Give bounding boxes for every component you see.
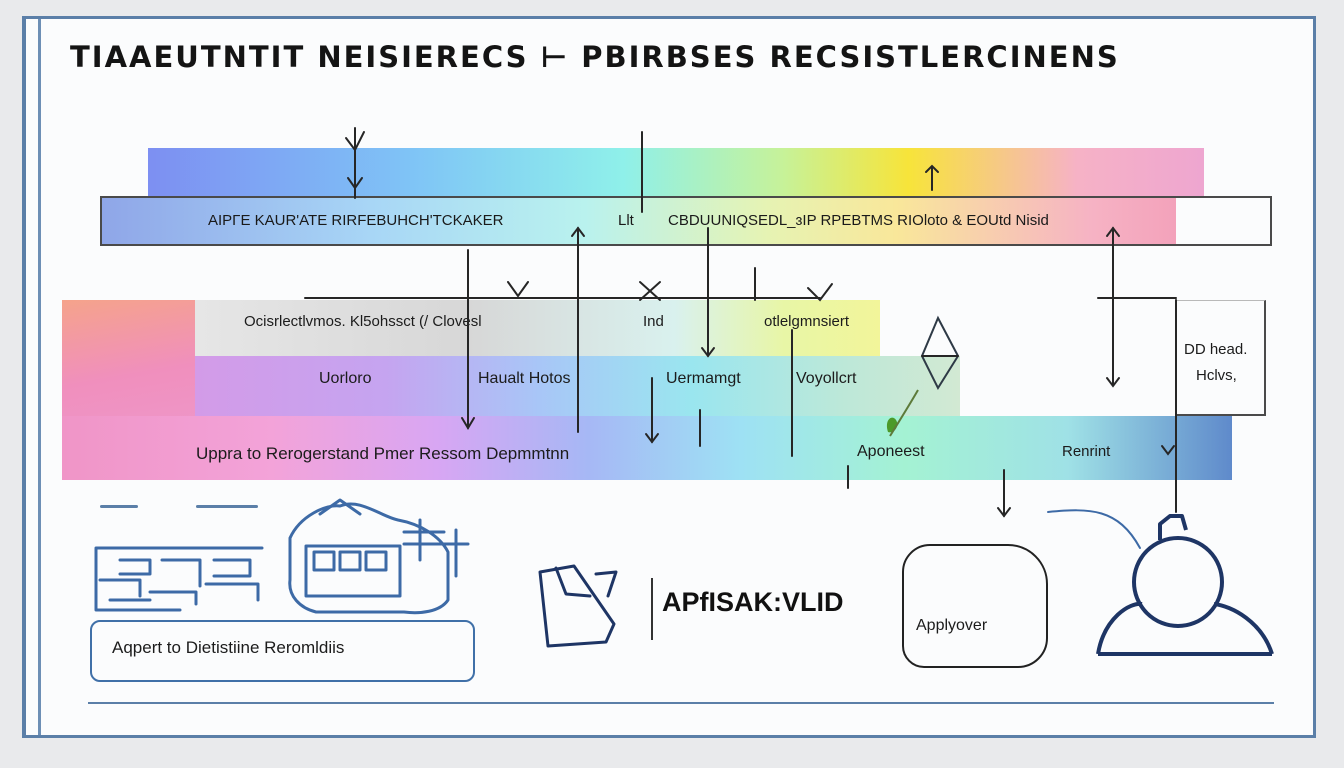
arrow-head bbox=[645, 433, 659, 444]
row2-middle-label: Ind bbox=[643, 313, 664, 330]
arrow-head bbox=[571, 226, 585, 237]
row4-right-label: Renrint bbox=[1062, 443, 1111, 460]
row1-small-label: Llt bbox=[618, 212, 634, 229]
connector-line bbox=[1047, 509, 1141, 549]
side-note-line1: DD head. bbox=[1184, 341, 1248, 358]
plant-icon bbox=[886, 389, 919, 437]
dash-left-2 bbox=[196, 505, 258, 508]
arrow-head bbox=[345, 131, 365, 152]
arrow-head bbox=[1106, 226, 1120, 237]
arrow-head bbox=[507, 281, 529, 298]
row1-end-cap bbox=[1176, 196, 1272, 246]
row3-label-d: Voyollcrt bbox=[796, 370, 857, 387]
brand-label: APfISAK:VLID bbox=[662, 587, 844, 617]
card-caption: Aqpert to Dietistiine Reromldiis bbox=[112, 638, 345, 657]
arrow-head bbox=[807, 283, 833, 302]
row1-right-label: CΒDUUNIQSEDL_ɜIP RPEBTMS RIOloto & EOUtd… bbox=[668, 212, 1049, 229]
row4-left-label: Uppra to Rerogerstand Pmer Ressom Depmmt… bbox=[196, 444, 570, 463]
app-label: Applyover bbox=[916, 617, 988, 634]
row1-left-label: AΙΡΓΕ ΚΑUR'ATE RIRFEBUHCH'TCKAKER bbox=[208, 212, 504, 229]
row2-left-label: Ocisrlectlvmos. Kl5ohssct (/ Clovesl bbox=[244, 313, 482, 330]
row3-label-c: Uermamgt bbox=[666, 370, 741, 387]
arrow-head bbox=[461, 417, 475, 430]
arrow-head bbox=[997, 507, 1011, 518]
bottom-gradient-band bbox=[62, 416, 1232, 480]
bottom-rule bbox=[88, 702, 1274, 704]
row1-band bbox=[100, 196, 1176, 246]
arrow-head bbox=[925, 164, 939, 173]
frame-inner-border bbox=[38, 19, 41, 735]
app-card bbox=[902, 544, 1048, 668]
arrow-head bbox=[1106, 377, 1120, 388]
row3-label-b: Haualt Hotos bbox=[478, 370, 571, 387]
card-caption-box bbox=[90, 620, 475, 682]
gray-gradient-band bbox=[195, 300, 880, 356]
arrow-head bbox=[1161, 445, 1175, 456]
cross-mark bbox=[639, 281, 661, 301]
row2-right-label: otlelgmnsiert bbox=[764, 313, 850, 330]
row4-middle-label: Aponeest bbox=[857, 443, 925, 460]
side-note-box bbox=[1176, 300, 1266, 416]
dash-left-1 bbox=[100, 505, 138, 508]
top-gradient-band bbox=[148, 148, 1204, 196]
arrow-head bbox=[347, 177, 363, 190]
row3-label-a: Uorloro bbox=[319, 370, 372, 387]
diamond-marker bbox=[920, 315, 960, 391]
arrow-head bbox=[701, 347, 715, 358]
diagram-title: ТIAAEUTNTIT NEISIERECS ⊢ PBIRBSES RECSIS… bbox=[70, 40, 1120, 74]
side-note-line2: Hclvs, bbox=[1196, 367, 1237, 384]
